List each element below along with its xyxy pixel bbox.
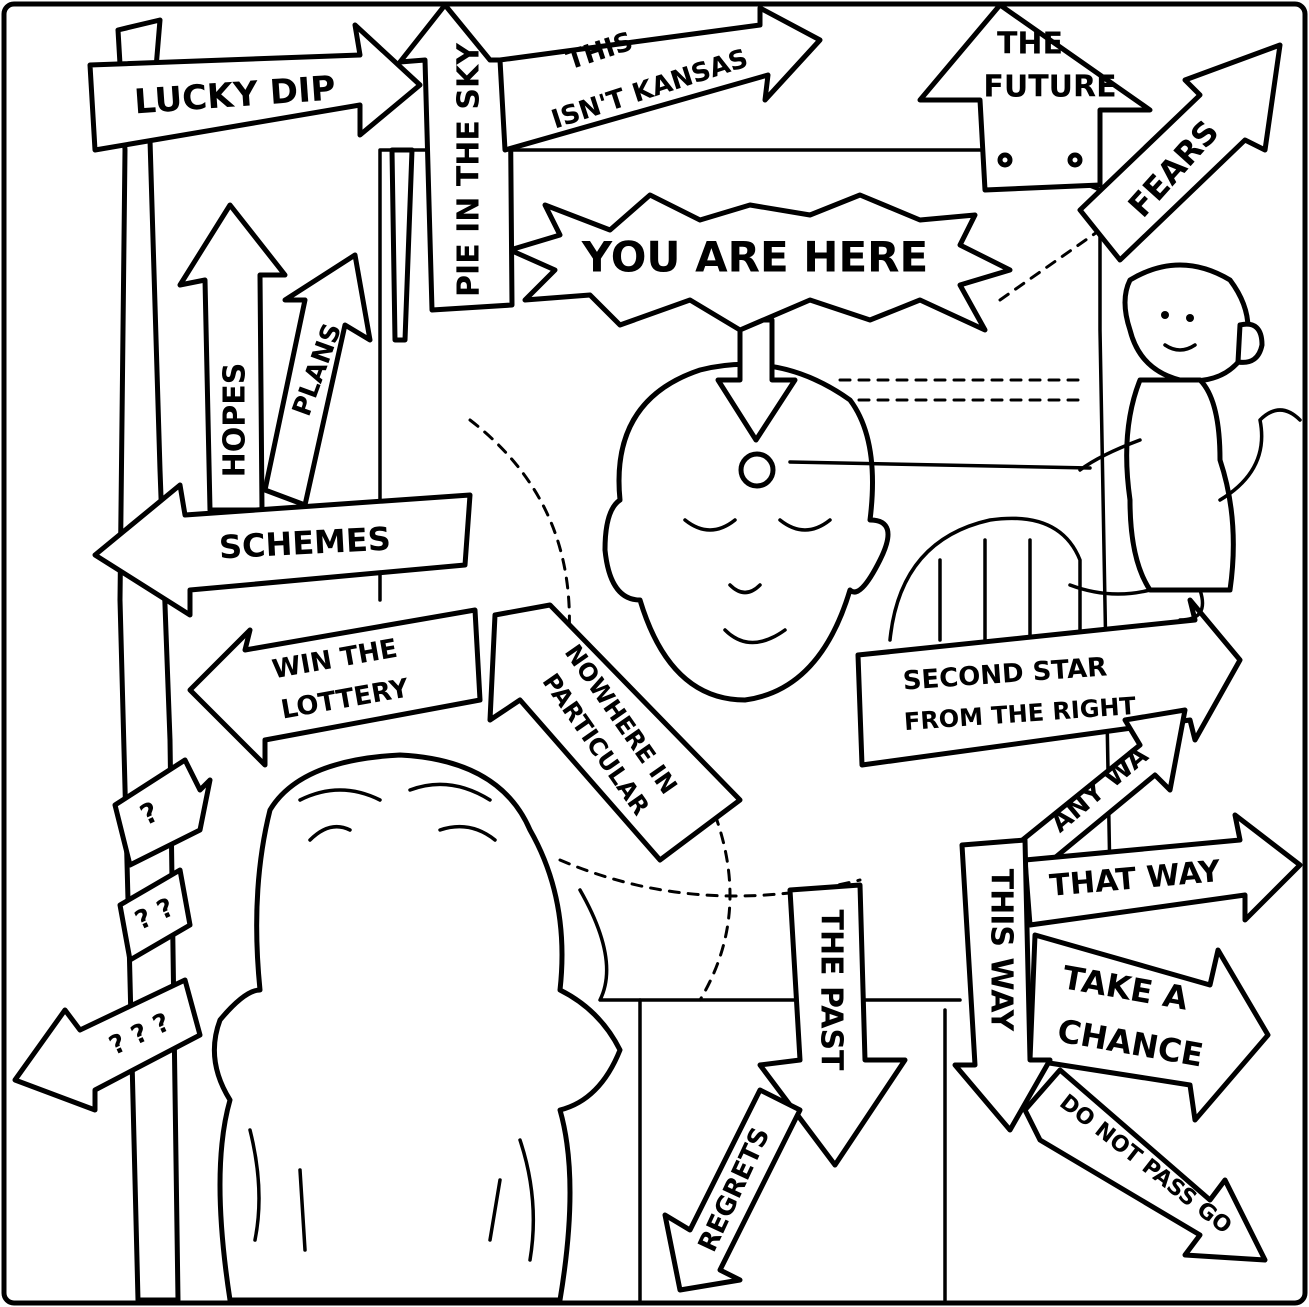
monkey bbox=[1068, 262, 1302, 622]
hopes-label: HOPES bbox=[218, 363, 253, 478]
head-outline bbox=[602, 361, 891, 703]
sign-any-way bbox=[1007, 707, 1188, 873]
sign-hopes bbox=[177, 202, 288, 513]
sign-do-not-pass-go bbox=[1022, 1067, 1268, 1263]
map-route-5 bbox=[558, 858, 862, 898]
sign-pie-in-the-sky bbox=[397, 2, 515, 313]
question-ribbon-2 bbox=[117, 867, 193, 963]
monkey-arm bbox=[1078, 438, 1142, 472]
sign-win-the-lottery bbox=[187, 607, 483, 768]
left-closed-eye bbox=[683, 518, 737, 532]
person-outline bbox=[211, 752, 623, 1303]
hair-strands bbox=[298, 782, 497, 842]
monkey-head bbox=[1122, 262, 1251, 384]
table-edge bbox=[578, 888, 962, 1002]
monkey-eye bbox=[1186, 314, 1194, 322]
bed-rails bbox=[938, 538, 1032, 642]
monkey-body bbox=[1124, 377, 1236, 593]
the-future-line1: THE bbox=[997, 27, 1063, 62]
sign-the-future bbox=[917, 2, 1153, 193]
sign-take-a-chance bbox=[1027, 932, 1271, 1123]
sign-schemes bbox=[92, 482, 473, 618]
you-are-here-burst bbox=[507, 192, 1013, 333]
monkey-mouth bbox=[1163, 343, 1197, 352]
pointer-stick bbox=[788, 460, 1092, 470]
nose bbox=[728, 583, 762, 595]
sign-the-past bbox=[757, 882, 908, 1168]
sign-this-way bbox=[952, 837, 1053, 1133]
hair-lower-strands bbox=[248, 1128, 536, 1262]
schemes-label: SCHEMES bbox=[218, 520, 392, 567]
monkey-ear bbox=[1235, 321, 1265, 365]
monkey-tail bbox=[1218, 408, 1302, 502]
smile bbox=[723, 628, 787, 645]
map-route-2 bbox=[838, 378, 1082, 402]
sign-bolt bbox=[1067, 152, 1083, 168]
you-are-here-label: YOU ARE HERE bbox=[581, 233, 928, 282]
the-past-label: THE PAST bbox=[814, 909, 849, 1071]
monkey-eye bbox=[1161, 311, 1169, 319]
bed-frame bbox=[888, 516, 1082, 642]
meditating-head bbox=[602, 361, 891, 703]
monkey-legs bbox=[1068, 583, 1205, 622]
sign-bolt bbox=[997, 152, 1013, 168]
sign-that-way bbox=[1022, 812, 1303, 928]
signpost-pole bbox=[389, 147, 415, 343]
sign-nowhere-in-particular bbox=[487, 602, 743, 863]
right-closed-eye bbox=[778, 518, 832, 532]
question-ribbon-1 bbox=[112, 757, 213, 868]
pie-in-the-sky-label: PIE IN THE SKY bbox=[452, 42, 487, 297]
map-route-4 bbox=[998, 228, 1102, 302]
person-back-of-head bbox=[211, 752, 623, 1303]
sign-fears bbox=[1077, 42, 1283, 263]
sign-lucky-dip bbox=[87, 22, 423, 153]
sign-this-isnt-kansas bbox=[497, 5, 823, 153]
you-are-here-arrow bbox=[715, 317, 798, 443]
the-future-line2: FUTURE bbox=[983, 70, 1116, 105]
sign-regrets bbox=[662, 1087, 803, 1293]
question-ribbon-3 bbox=[12, 977, 203, 1113]
table-legs bbox=[638, 998, 947, 1302]
sign-plans bbox=[262, 252, 373, 508]
third-eye-dot bbox=[738, 451, 776, 489]
this-way-label: THIS WAY bbox=[984, 869, 1019, 1033]
